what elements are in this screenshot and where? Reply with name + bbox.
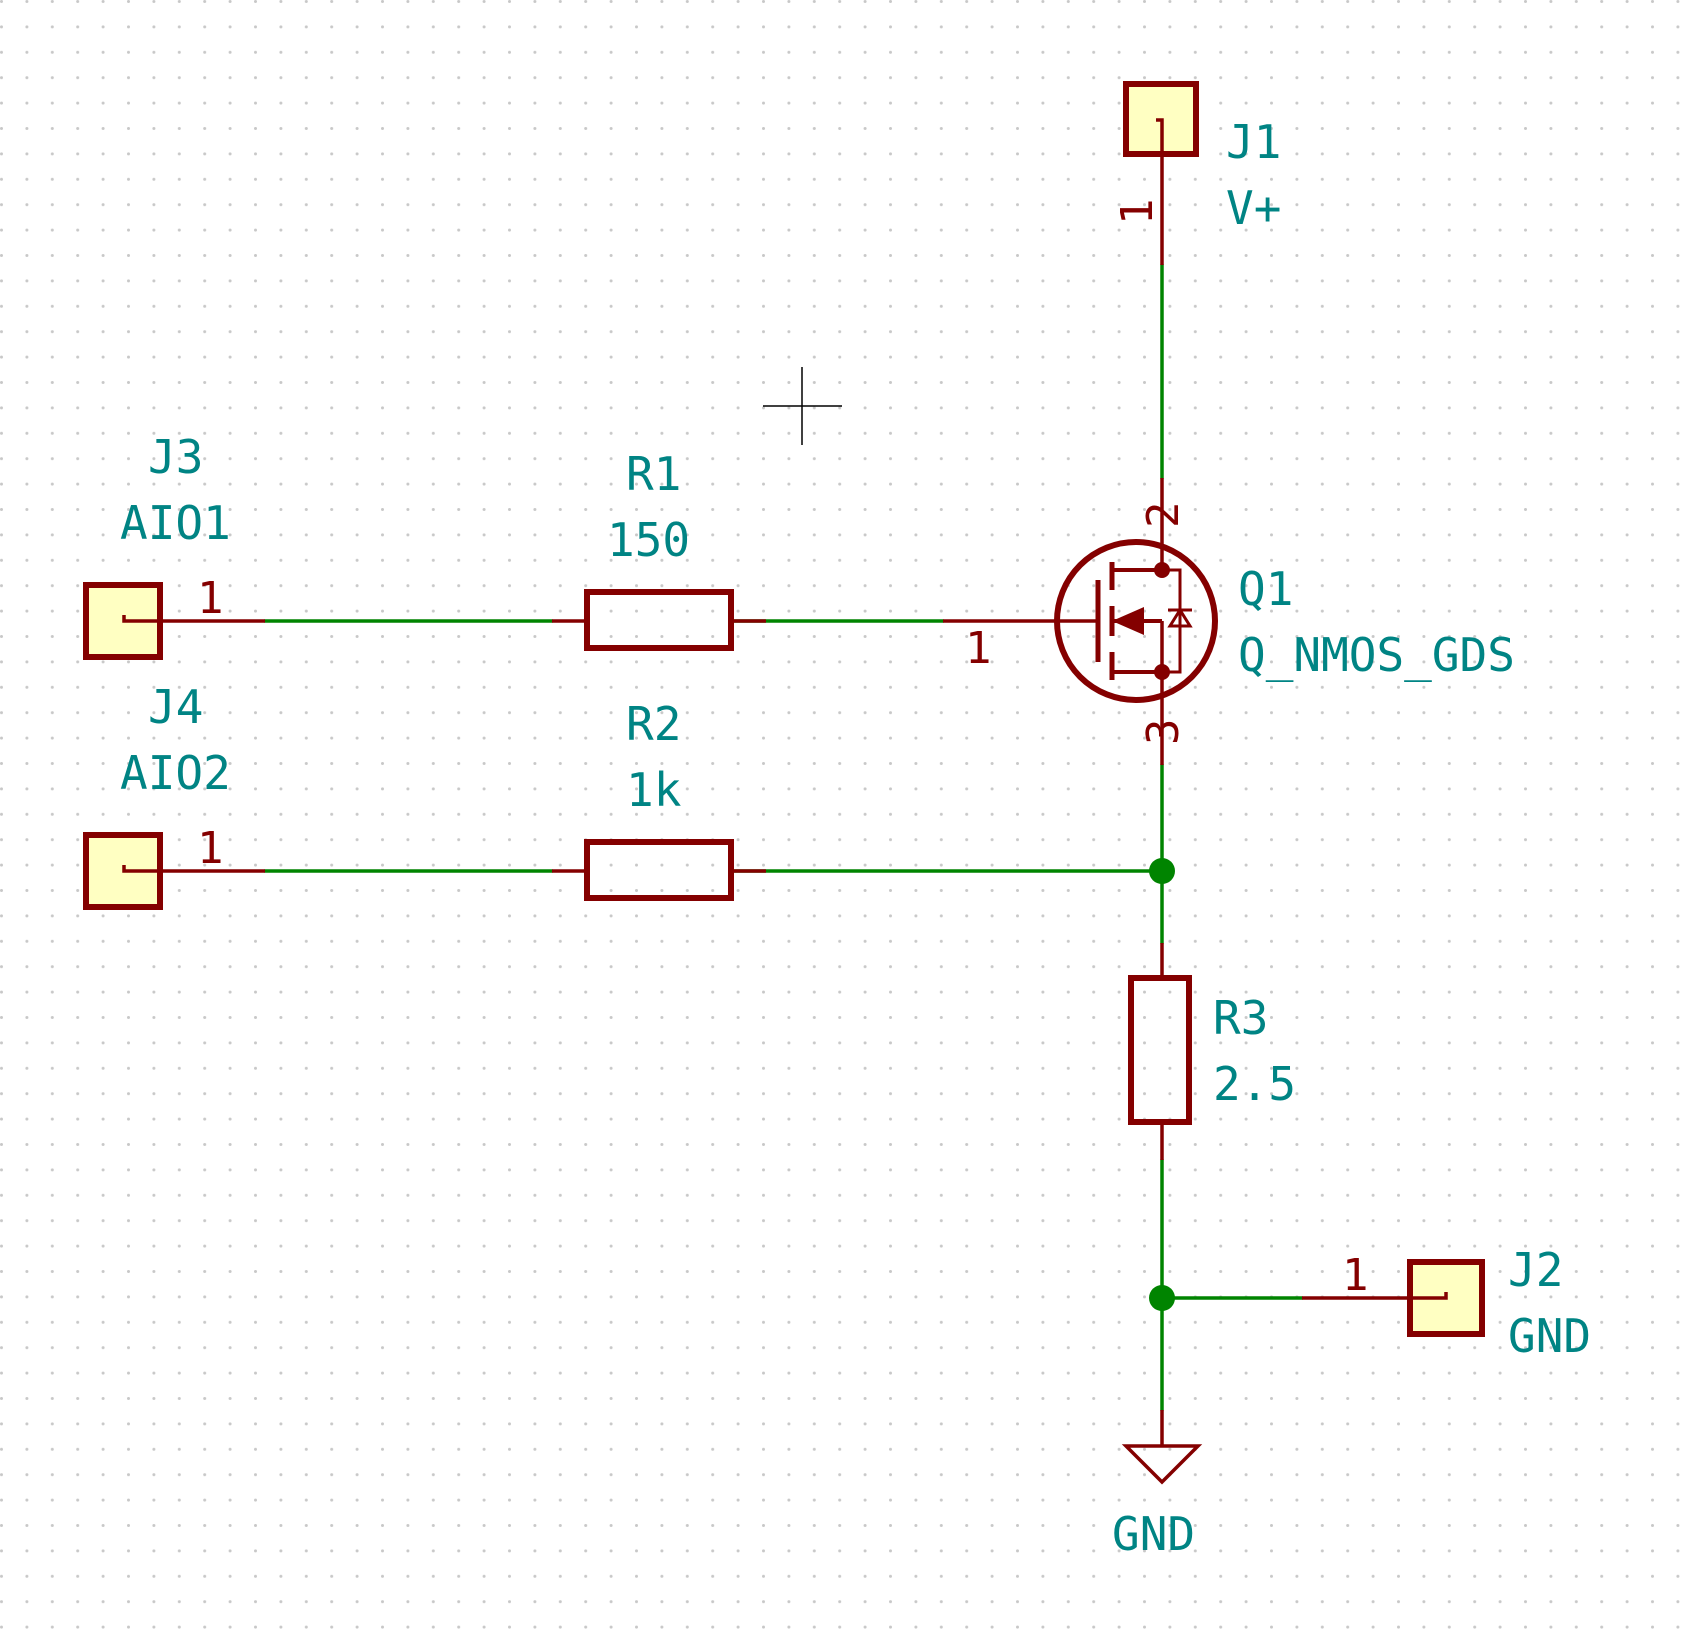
crosshair-icon — [763, 367, 842, 445]
connector-j1-pin — [1156, 118, 1164, 265]
nmos-q1-value: Q_NMOS_GDS — [1238, 628, 1515, 682]
connector-j4-ref: J4 — [148, 680, 203, 734]
nmos-q1-body-diode — [1167, 607, 1193, 628]
nmos-q1-gate-pin-number: 1 — [965, 623, 992, 674]
connector-j2-pin — [1302, 1292, 1448, 1300]
resistor-r1-ref: R1 — [626, 447, 681, 501]
connector-j1-ref: J1 — [1226, 115, 1281, 169]
nmos-q1-arrow — [1112, 607, 1144, 635]
resistor-r3[interactable]: R3 2.5 — [1128, 943, 1296, 1160]
connector-j4-value: AIO2 — [120, 746, 231, 800]
nmos-q1[interactable]: 1 2 3 Q1 Q_NMOS_GDS — [943, 478, 1515, 765]
connector-j1-value: V+ — [1226, 181, 1281, 235]
ground-symbol-triangle — [1121, 1444, 1203, 1485]
resistor-r3-body — [1128, 975, 1192, 1125]
nmos-q1-body-diode-wire — [1162, 568, 1182, 674]
nmos-q1-source-pin-number: 3 — [1138, 719, 1189, 746]
nmos-q1-drain-dot — [1154, 562, 1170, 578]
junction-gnd-node — [1149, 1285, 1175, 1311]
resistor-r1-value: 150 — [607, 513, 690, 567]
connector-j2-pin-number: 1 — [1342, 1250, 1369, 1301]
connector-j1[interactable]: 1 J1 V+ — [1112, 81, 1281, 265]
connector-j4-pin — [122, 865, 265, 873]
resistor-r3-ref: R3 — [1213, 991, 1268, 1045]
connector-j3-pin-number: 1 — [197, 573, 224, 624]
connector-j4[interactable]: 1 J4 AIO2 — [83, 680, 265, 910]
resistor-r2-ref: R2 — [626, 697, 681, 751]
connector-j3-value: AIO1 — [120, 496, 231, 550]
ground-symbol-icon[interactable]: GND — [1112, 1410, 1203, 1561]
connector-j3-pin — [122, 615, 265, 623]
nmos-q1-drain-pin-number: 2 — [1138, 502, 1189, 529]
resistor-r1[interactable]: R1 150 — [552, 447, 766, 651]
connector-j3-ref: J3 — [148, 430, 203, 484]
resistor-r3-value: 2.5 — [1213, 1057, 1296, 1111]
nmos-q1-ref: Q1 — [1238, 562, 1293, 616]
connector-j1-pin-number: 1 — [1112, 199, 1163, 226]
connector-j2-ref: J2 — [1508, 1243, 1563, 1297]
connector-j2[interactable]: 1 J2 GND — [1302, 1243, 1591, 1363]
nmos-q1-source-dot — [1154, 664, 1170, 680]
resistor-r2[interactable]: R2 1k — [552, 697, 766, 901]
junction-source-node — [1149, 858, 1175, 884]
ground-symbol-label: GND — [1112, 1507, 1195, 1561]
resistor-r2-value: 1k — [626, 763, 681, 817]
connector-j4-pin-number: 1 — [197, 823, 224, 874]
connector-j2-value: GND — [1508, 1309, 1591, 1363]
connector-j3[interactable]: 1 J3 AIO1 — [83, 430, 265, 660]
